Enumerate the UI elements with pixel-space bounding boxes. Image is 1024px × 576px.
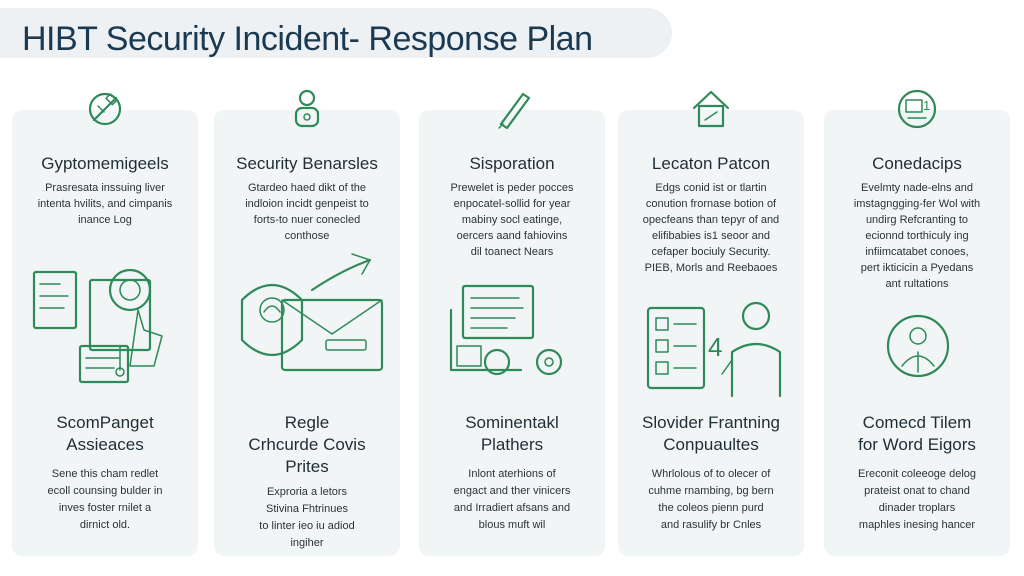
card-heading: Security Benarsles	[236, 154, 378, 173]
user-lock-icon	[282, 84, 332, 134]
card-subheading: Regle Crhcurde Covis Prites	[248, 413, 366, 476]
card-description: Evelmty nade-elns and imstagngging-fer W…	[853, 182, 981, 290]
card-description: Prewelet is peder pocces enpocatel-solli…	[450, 182, 574, 258]
card-subdescription: Exproria a letors Stivina Fhtrinues to l…	[259, 486, 355, 549]
card-subdescription: Inlont aterhions of engact and ther vini…	[453, 468, 571, 531]
pen-tool-icon	[487, 84, 537, 134]
report-gears-illustration	[427, 250, 597, 400]
card-heading: Gyptomemigeels	[41, 154, 169, 173]
card-heading: Conedacips	[872, 154, 962, 173]
card-subdescription: Sene this cham redlet ecoll counsing bul…	[47, 468, 163, 531]
shield-envelope-illustration	[222, 250, 392, 400]
card-description: Prasresata inssuing liver intenta hvilit…	[37, 182, 173, 226]
page-title: HIBT Security Incident- Response Plan	[22, 20, 593, 58]
cryptography-hammer-icon	[80, 84, 130, 134]
documents-analysis-illustration	[20, 250, 190, 400]
card-heading: Sisporation	[469, 154, 555, 173]
house-icon	[686, 84, 736, 134]
checklist-person-illustration: 4	[626, 250, 796, 400]
card-1: Gyptomemigeels Prasresata inssuing liver…	[12, 92, 198, 556]
plan-cards: Gyptomemigeels Prasresata inssuing liver…	[12, 89, 1016, 558]
card-subheading: Slovider Frantning Conpuaultes	[642, 413, 780, 454]
card-5: 1 Conedacips Evelmty nade-elns and imsta…	[824, 89, 1010, 556]
card-description: Edgs conid ist or tlartin conution frorn…	[642, 182, 780, 274]
illustration-number: 4	[708, 332, 722, 362]
card-subheading: ScomPanget Assieaces	[56, 413, 154, 454]
card-subheading: Sominentakl Plathers	[465, 413, 559, 454]
card-subdescription: Ereconit coleeoge delog prateist onat to…	[857, 468, 977, 531]
card-subdescription: Whrlolous of to olecer of cuhme rnambing…	[648, 468, 774, 531]
title-banner: HIBT Security Incident- Response Plan	[0, 8, 672, 58]
card-2: Security Benarsles Gtardeo haed dikt of …	[214, 89, 400, 556]
person-circle-illustration	[832, 306, 1002, 406]
icon-number: 1	[923, 98, 930, 113]
monitor-number-icon: 1	[892, 84, 942, 134]
card-3: Sisporation Prewelet is peder pocces enp…	[419, 92, 605, 556]
card-description: Gtardeo haed dikt of the indloion incidt…	[245, 182, 369, 242]
card-heading: Lecaton Patcon	[651, 154, 771, 173]
card-subheading: Comecd Tilem for Word Eigors	[858, 413, 976, 454]
card-4: Lecaton Patcon Edgs conid ist or tlartin…	[618, 90, 804, 556]
